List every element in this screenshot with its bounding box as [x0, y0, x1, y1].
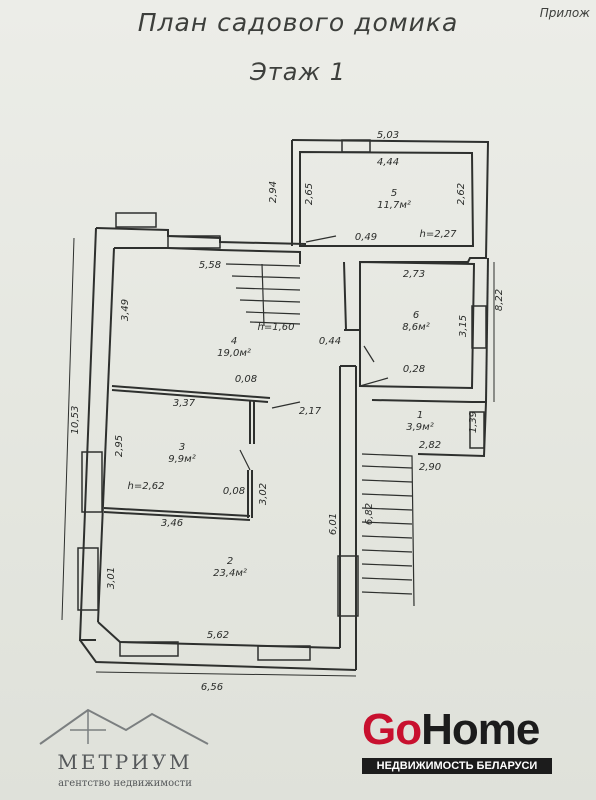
room2-area: 23,4м² [213, 568, 247, 579]
dim-w-290: 2,90 [419, 462, 441, 473]
dim-stair-558: 5,58 [199, 260, 221, 271]
door-swing-3 [239, 449, 251, 471]
stair-walls [343, 261, 361, 331]
gohome-wordmark: GoHome [362, 705, 540, 754]
gohome-tagline: НЕДВИЖИМОСТЬ БЕЛАРУСИ [362, 758, 552, 774]
dim-right-6: 3,15 [458, 315, 469, 337]
stair-4 [225, 263, 301, 327]
room2-window [77, 547, 99, 611]
dim-line-6-56 [95, 671, 357, 677]
dim-bottom-outer: 6,56 [201, 682, 223, 693]
metrium-roof-icon [39, 708, 209, 745]
room5-window [341, 139, 371, 153]
dim-h-5: h=2,27 [420, 229, 458, 240]
room4-area: 19,0м² [217, 348, 251, 359]
dim-gap-044: 0,44 [319, 336, 341, 347]
dim-left-3: 2,95 [114, 435, 125, 457]
dim-line-10-53 [61, 237, 75, 621]
metrium-tagline: агентство недвижимости [58, 778, 192, 789]
dim-w-337: 3,37 [173, 398, 196, 409]
room6-walls [359, 260, 476, 390]
dim-inner-top-5: 4,44 [377, 157, 399, 168]
dim-outer-left: 10,53 [70, 406, 81, 435]
room1-number: 1 [417, 410, 423, 421]
dim-left-4: 3,49 [120, 299, 131, 321]
dim-left-5: 2,65 [304, 183, 315, 205]
dim-outer-right: 8,22 [494, 289, 505, 311]
room1-window [469, 411, 485, 449]
dim-wall-008-top: 0,08 [235, 374, 257, 385]
dim-v-682: 6,82 [364, 503, 375, 525]
left-inner-wall [97, 247, 115, 623]
dim-right-1: 1,39 [468, 411, 479, 433]
partition-3-vertical-lower [247, 470, 253, 518]
dim-h-4: h=1,60 [258, 322, 295, 333]
door-swing-1 [359, 377, 389, 387]
dim-top-5: 5,03 [377, 130, 399, 141]
room6-area: 8,6м² [402, 322, 429, 333]
room3-window [81, 451, 103, 513]
floor-subtitle: Этаж 1 [250, 58, 346, 86]
door-swing-6 [363, 345, 375, 363]
dim-w-282: 2,82 [419, 440, 441, 451]
bottom-window-left [119, 641, 179, 657]
room5-area: 11,7м² [377, 200, 411, 211]
room4-number: 4 [231, 336, 237, 347]
room1-area: 3,9м² [406, 422, 433, 433]
room4-top-inner [114, 247, 301, 264]
gohome-home: Home [421, 705, 540, 754]
dim-left-2: 3,01 [106, 567, 117, 589]
door-swing-5 [305, 235, 337, 243]
central-wall [339, 365, 357, 670]
room2-number: 2 [227, 556, 233, 567]
dim-gap-028: 0,28 [403, 364, 425, 375]
dim-wall-008-bottom: 0,08 [223, 486, 245, 497]
room5-number: 5 [391, 188, 397, 199]
corner-note: Прилож [539, 6, 590, 20]
dim-outer-left-5: 2,94 [268, 181, 279, 203]
room1-walls [371, 399, 488, 458]
room5-inner-wall [299, 150, 475, 247]
chimney [115, 212, 157, 228]
dim-v-601: 6,01 [328, 513, 339, 535]
room6-number: 6 [413, 310, 419, 321]
dim-v-302: 3,02 [258, 483, 269, 505]
partition-3-2 [103, 507, 251, 521]
room3-area: 9,9м² [168, 454, 195, 465]
room5-outer-wall [291, 139, 490, 263]
dim-w-217: 2,17 [299, 406, 322, 417]
room3-number: 3 [179, 442, 185, 453]
metrium-logo: МЕТРИУМ агентство недвижимости [30, 700, 220, 800]
metrium-name: МЕТРИУМ [57, 750, 193, 774]
dim-top-6: 2,73 [403, 269, 425, 280]
outside-stairs [361, 453, 415, 607]
dim-gap-049: 0,49 [355, 232, 377, 243]
central-window [337, 555, 359, 617]
room4-top-wall [95, 227, 307, 245]
left-outer-wall [78, 227, 97, 641]
bottom-window-right [257, 645, 311, 661]
dim-bottom-inner: 5,62 [207, 630, 229, 641]
gohome-go: Go [362, 705, 422, 754]
dim-h-3: h=2,62 [128, 481, 165, 492]
room6-outer-right [485, 257, 489, 403]
dim-right-5: 2,62 [456, 183, 467, 205]
partition-3-vertical [249, 400, 255, 444]
room4-window [167, 235, 221, 249]
door-swing-4 [271, 401, 301, 409]
gohome-logo: GoHome НЕДВИЖИМОСТЬ БЕЛАРУСИ [362, 706, 554, 776]
room6-window [471, 305, 487, 349]
partition-4-3 [111, 385, 271, 403]
dim-w-346: 3,46 [161, 518, 183, 529]
bottom-outer-wall [79, 639, 357, 671]
plan-title: План садового домика [137, 8, 459, 37]
